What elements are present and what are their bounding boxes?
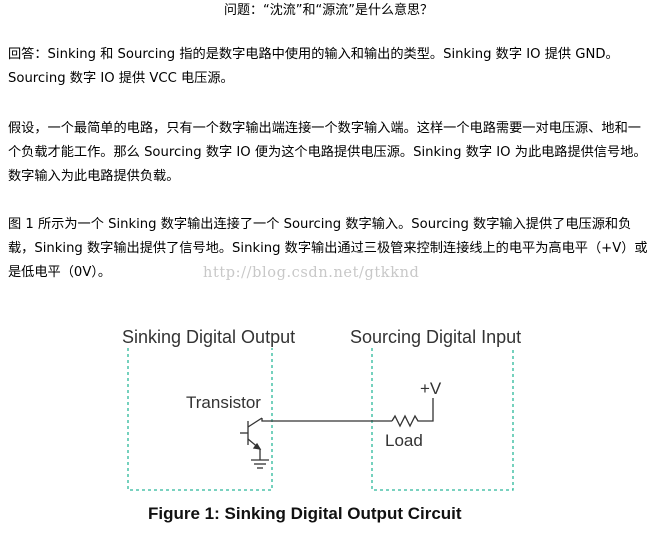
transistor-label: Transistor: [186, 393, 261, 412]
ground-symbol: [251, 449, 269, 469]
voltage-label: +V: [420, 379, 442, 398]
load-resistor: [391, 398, 434, 428]
sinking-output-box: [127, 348, 273, 491]
sourcing-input-box: [371, 348, 514, 491]
question-title: 问题：“沈流”和“源流”是什么意思？: [224, 3, 433, 18]
signal-wire: [261, 418, 392, 422]
circuit-diagram: Sinking Digital Output Sourcing Digital …: [122, 327, 521, 523]
watermark-url: http://blog.csdn.net/gtkknd: [203, 265, 420, 281]
load-label: Load: [385, 431, 423, 450]
figure-description-paragraph: 图 1 所示为一个 Sinking 数字输出连接了一个 Sourcing 数字输…: [8, 217, 648, 280]
assumption-paragraph: 假设，一个最简单的电路，只有一个数字输出端连接一个数字输入端。这样一个电路需要一…: [8, 121, 647, 184]
sourcing-input-label: Sourcing Digital Input: [350, 327, 521, 347]
answer-paragraph: 回答：Sinking 和 Sourcing 指的是数字电路中使用的输入和输出的类…: [8, 47, 619, 86]
transistor-symbol: [240, 417, 263, 450]
figure-caption: Figure 1: Sinking Digital Output Circuit: [148, 504, 462, 523]
sinking-output-label: Sinking Digital Output: [122, 327, 295, 347]
